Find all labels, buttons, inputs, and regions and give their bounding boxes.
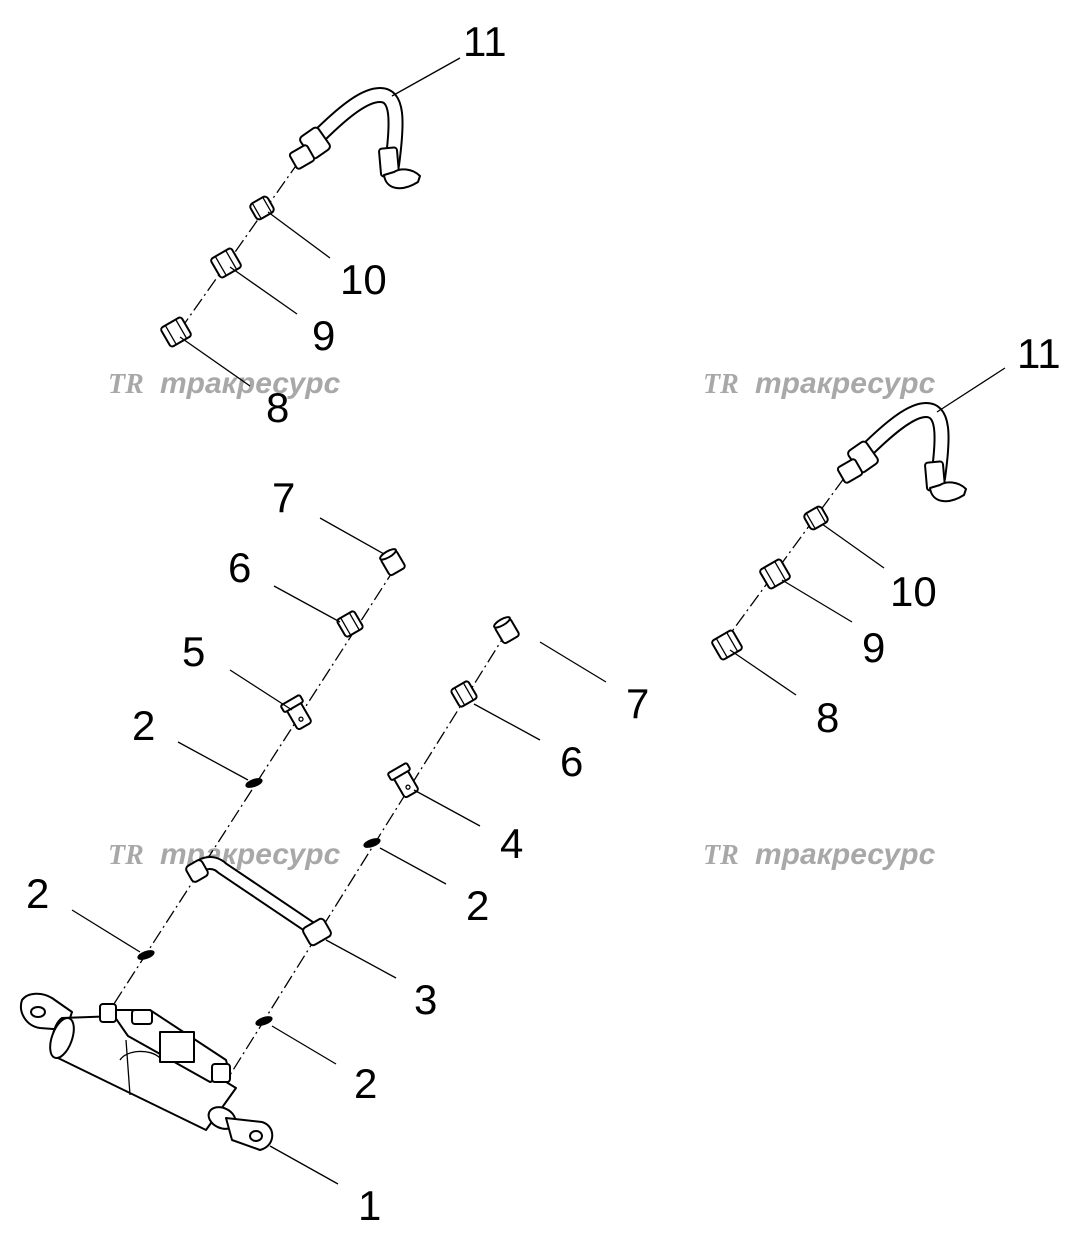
cylinder-eye-hole-right — [249, 1130, 263, 1142]
leader-line-6-mid — [473, 703, 541, 741]
leader-line-1 — [269, 1145, 339, 1185]
callout-11-right: 11 — [1017, 330, 1061, 377]
hose-assembly-right — [711, 401, 967, 661]
watermark-text: тракресурс — [755, 838, 936, 871]
leader-lines — [71, 57, 1006, 1185]
watermark-text: тракресурс — [755, 367, 936, 400]
leader-line-8-right — [729, 649, 797, 696]
cylinder-assembly — [20, 548, 520, 1151]
callout-11-top: 11 — [463, 18, 507, 65]
callout-7-left: 7 — [272, 474, 295, 521]
callout-4: 4 — [500, 820, 523, 867]
callout-7-mid: 7 — [626, 680, 649, 727]
cylinder-barrel-band — [119, 1050, 161, 1061]
watermark-logo: TR — [703, 369, 739, 400]
leader-line-10-right — [821, 523, 885, 569]
assembly-axis-line — [179, 159, 301, 331]
leader-line-7-mid — [539, 641, 607, 683]
leader-line-3 — [325, 939, 397, 979]
part-8-nut-top — [160, 316, 192, 348]
callout-5: 5 — [182, 628, 205, 675]
part-2-oring-a — [245, 778, 263, 788]
cylinder-port-right — [211, 1063, 231, 1083]
callout-3: 3 — [414, 976, 437, 1023]
watermark-logo: TR — [108, 369, 144, 400]
leader-line-5 — [229, 669, 293, 711]
leader-line-9-right — [781, 579, 853, 623]
part-6-nut-mid — [450, 680, 478, 708]
leader-line-7-left — [319, 517, 385, 555]
leader-line-11-top — [391, 57, 461, 97]
callout-6-mid: 6 — [560, 738, 583, 785]
hose-elbow-fitting — [383, 168, 421, 190]
leader-line-4 — [413, 789, 481, 827]
callout-2-d: 2 — [354, 1060, 377, 1107]
part-9-adapter-right — [759, 558, 791, 590]
part-6-nut-left — [336, 610, 364, 638]
tube-body — [194, 858, 319, 935]
callout-2-a: 2 — [132, 702, 155, 749]
watermark-top-right: TR тракресурс — [703, 367, 936, 400]
leader-line-11-right — [936, 367, 1006, 413]
part-3-tube-end — [302, 917, 332, 947]
hose-elbow-fitting — [929, 481, 967, 503]
watermark-top-left: TR тракресурс — [108, 367, 341, 400]
cylinder-port-left — [99, 1003, 117, 1023]
callout-6-left: 6 — [228, 544, 251, 591]
hose-body — [856, 403, 948, 484]
callout-8-right: 8 — [816, 694, 839, 741]
part-10-fitting-right — [803, 505, 829, 531]
leader-line-2-d — [271, 1025, 337, 1065]
callout-2-c: 2 — [466, 882, 489, 929]
part-5-union — [280, 694, 312, 731]
watermark-middle-right: TR тракресурс — [703, 838, 936, 871]
hose-end-nut — [288, 144, 316, 170]
part-7-cap-mid — [493, 616, 520, 645]
part-2-oring-d — [255, 1016, 273, 1026]
leader-line-2-c — [379, 847, 447, 885]
leader-line-9-top — [229, 266, 298, 315]
part-1-hydraulic-cylinder — [20, 992, 274, 1151]
leader-line-10-top — [267, 211, 331, 259]
part-10-fitting-top — [249, 195, 275, 221]
cylinder-eye-hole-left — [30, 1006, 46, 1018]
cylinder-eye-right — [225, 1117, 274, 1151]
cylinder-valve-stud — [131, 1009, 153, 1025]
cylinder-barrel-seam — [125, 1039, 131, 1096]
assembly-axis-line — [721, 469, 851, 646]
watermark-text: тракресурс — [160, 367, 341, 400]
tube-end-left — [185, 859, 209, 883]
leader-line-2-a — [177, 741, 249, 781]
part-4-union — [387, 762, 419, 799]
part-2-oring-c — [363, 838, 381, 848]
cylinder-valve-block — [159, 1031, 195, 1063]
part-9-adapter-top — [210, 247, 242, 279]
watermark-logo: TR — [703, 840, 739, 871]
cylinder-end-cap — [49, 1016, 75, 1060]
hose-end-nut — [836, 458, 864, 484]
callout-8-top: 8 — [266, 384, 289, 431]
hose-assembly-top — [160, 86, 421, 348]
callout-10-top: 10 — [340, 256, 387, 303]
watermark-logo: TR — [108, 840, 144, 871]
right-port-axis-line — [229, 629, 509, 1076]
leader-line-2-b — [71, 909, 141, 953]
hose-body — [309, 88, 402, 171]
callout-1: 1 — [358, 1182, 381, 1229]
callout-labels: 11 10 9 8 11 10 9 8 7 6 5 2 2 7 6 4 2 3 … — [26, 18, 1061, 1229]
leader-line-8-top — [179, 336, 251, 387]
callout-10-right: 10 — [890, 568, 937, 615]
part-2-oring-b — [137, 950, 155, 960]
callout-9-right: 9 — [862, 624, 885, 671]
left-port-axis-line — [109, 567, 396, 1011]
part-7-cap-left — [379, 548, 406, 577]
callout-2-b: 2 — [26, 870, 49, 917]
leader-line-6-left — [273, 585, 341, 623]
callout-9-top: 9 — [312, 312, 335, 359]
